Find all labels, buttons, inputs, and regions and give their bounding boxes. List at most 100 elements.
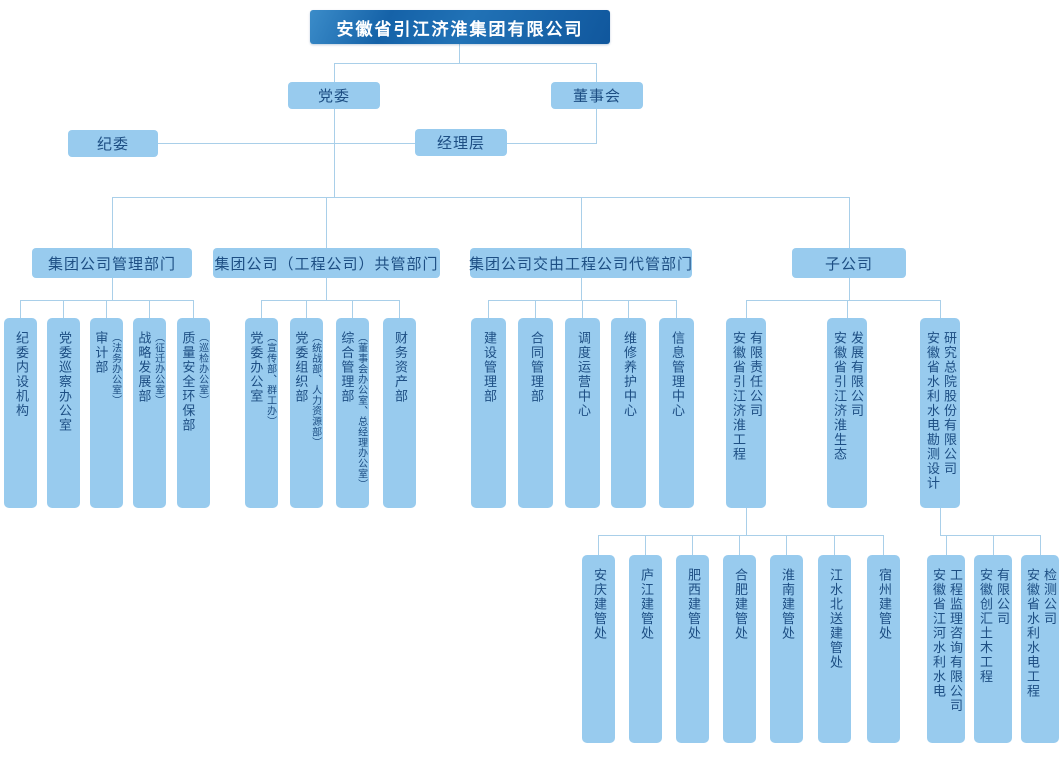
node-label: 党委 [317,88,350,105]
subsidiary-label-line: 安徽省水利水电勘测设计 [925,331,940,491]
connector-line [261,300,400,301]
subsidiary-label-line: 安徽省江河水利水电 [931,568,946,699]
branch-header-jointly-managed-depts: 集团公司（工程公司）共管部门 [213,248,440,278]
branch-label: 集团公司（工程公司）共管部门 [214,255,439,273]
dept-box: 建设管理部 [471,318,506,508]
connector-line [1040,535,1041,555]
node-label: 董事会 [572,88,621,105]
dept-label: 合同管理部 [528,331,544,404]
subsidiary-box: 安徽省江河水利水电 工程监理咨询有限公司 [927,555,965,743]
dept-label: 综合管理部 [339,331,355,404]
subsidiary-label-line: 安徽省引江济淮工程 [731,331,746,462]
subsidiary-label-line: 研究总院股份有限公司 [941,331,957,476]
office-label: 宿州建管处 [876,568,892,641]
office-label: 庐江建管处 [638,568,654,641]
dept-box: 党委组织部 （统战部、人力资源部） [290,318,323,508]
subsidiary-label-line: 有限责任公司 [747,331,763,418]
branch-header-delegated-depts: 集团公司交由工程公司代管部门 [469,248,694,278]
node-party-committee: 党委 [288,82,380,109]
connector-line [112,278,113,300]
dept-label: 党委办公室 [248,331,264,404]
office-label: 安庆建管处 [591,568,607,641]
node-label: 经理层 [436,135,485,152]
dept-box: 战略发展部 （征迁办公室） [133,318,166,508]
connector-line [847,300,848,318]
dept-sub-label: （法务办公室） [109,332,121,406]
connector-line [306,300,307,318]
connector-line [20,300,21,318]
dept-label: 纪委内设机构 [13,331,29,418]
dept-box: 合同管理部 [518,318,553,508]
office-label: 江水北送建管处 [827,568,843,670]
dept-label: 维修养护中心 [621,331,637,418]
subsidiary-box: 安徽省引江济淮工程 有限责任公司 [726,318,766,508]
node-label: 纪委 [96,136,129,153]
connector-line [628,300,629,318]
subsidiary-box: 安徽省水利水电勘测设计 研究总院股份有限公司 [920,318,960,508]
subsidiary-label-line: 安徽创汇土木工程 [978,568,993,684]
connector-line [940,508,941,535]
connector-line [849,278,850,300]
dept-box: 质量安全环保部 （巡检办公室） [177,318,210,508]
node-discipline-commission: 纪委 [68,130,158,157]
connector-line [112,197,850,198]
connector-line [352,300,353,318]
node-board-of-directors: 董事会 [551,82,643,109]
connector-line [581,278,582,300]
connector-line [993,535,994,555]
connector-line [883,535,884,555]
connector-line [106,300,107,318]
subsidiary-label-line: 安徽省引江济淮生态 [832,331,847,462]
connector-line [20,300,194,301]
connector-line [326,278,327,300]
dept-sub-label: （征迁办公室） [152,332,164,406]
office-box: 庐江建管处 [629,555,662,743]
branch-label: 集团公司交由工程公司代管部门 [469,255,694,273]
office-label: 合肥建管处 [732,568,748,641]
dept-label: 信息管理中心 [669,331,685,418]
dept-label: 财务资产部 [392,331,408,404]
connector-line [334,63,597,64]
subsidiary-label-line: 发展有限公司 [848,331,864,418]
dept-label: 调度运营中心 [575,331,591,418]
connector-line [149,300,150,318]
connector-line [645,535,646,555]
connector-line [326,197,327,248]
connector-line [459,44,460,63]
branch-label: 集团公司管理部门 [47,255,176,273]
dept-box: 纪委内设机构 [4,318,37,508]
connector-line [849,197,850,248]
office-box: 安庆建管处 [582,555,615,743]
office-box: 宿州建管处 [867,555,900,743]
dept-label: 质量安全环保部 [180,331,196,433]
connector-line [598,535,599,555]
subsidiary-label-line: 有限公司 [994,568,1010,626]
subsidiary-box: 安徽省水利水电工程 检测公司 [1021,555,1059,743]
dept-box: 信息管理中心 [659,318,694,508]
dept-box: 财务资产部 [383,318,416,508]
connector-line [535,300,536,318]
connector-line [112,197,113,248]
dept-label: 党委组织部 [293,331,309,404]
connector-line [746,300,940,301]
root-company-label: 安徽省引江济淮集团有限公司 [336,19,584,39]
connector-line [940,535,1040,536]
connector-line [946,535,947,555]
connector-line [334,109,335,198]
connector-line [158,143,415,144]
dept-box: 维修养护中心 [611,318,646,508]
office-box: 肥西建管处 [676,555,709,743]
connector-line [581,197,582,248]
branch-label: 子公司 [824,255,873,273]
office-label: 淮南建管处 [779,568,795,641]
office-box: 江水北送建管处 [818,555,851,743]
subsidiary-label-line: 检测公司 [1041,568,1057,626]
connector-line [676,300,677,318]
connector-line [334,63,335,82]
branch-header-subsidiaries: 子公司 [792,248,906,278]
connector-line [582,300,583,318]
node-management-layer: 经理层 [415,129,507,156]
connector-line [834,535,835,555]
connector-line [598,535,884,536]
